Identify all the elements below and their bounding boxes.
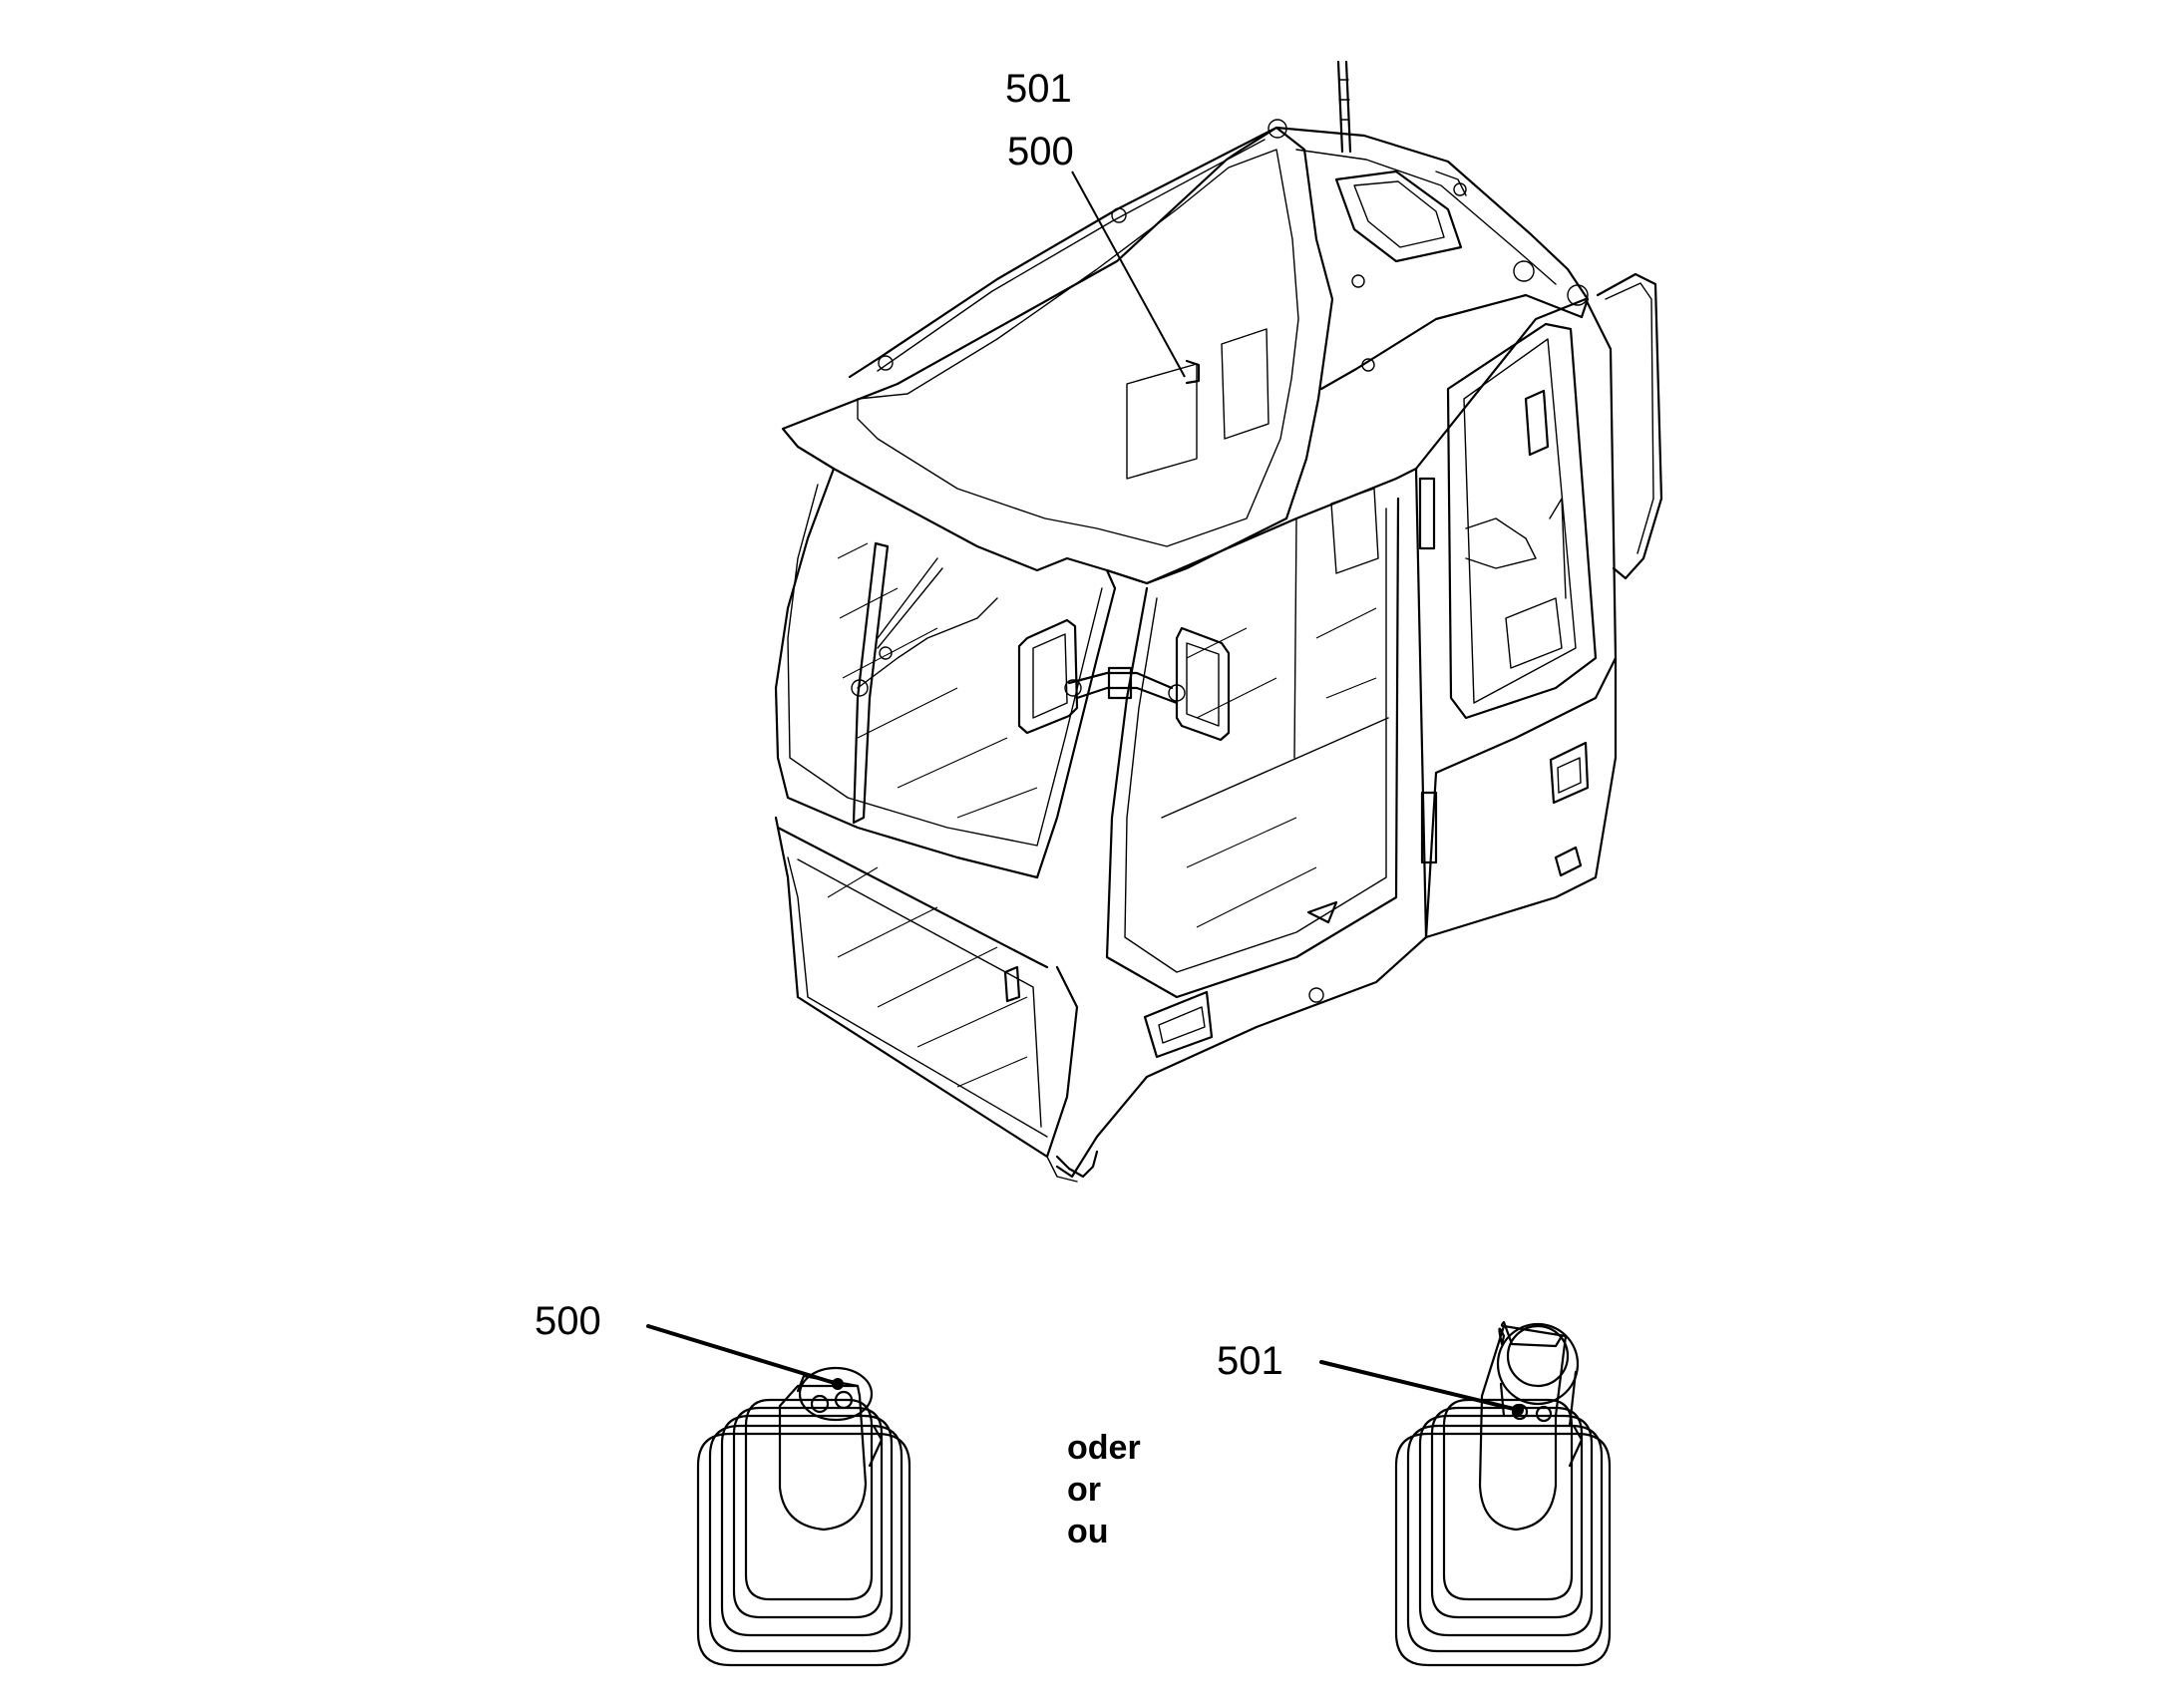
rear-side-window <box>1414 297 1618 939</box>
cab-door <box>1055 467 1428 1179</box>
antenna <box>1336 60 1352 154</box>
cab-roof <box>848 119 1590 391</box>
alternative-labels: oder or ou <box>1067 1429 1141 1550</box>
excavator-cab-illustration <box>774 60 1663 1183</box>
joystick-501-callout: 501 <box>1217 1339 1524 1416</box>
cab-base <box>1003 965 1099 1183</box>
leader-dot-501 <box>1512 1404 1524 1416</box>
wiper <box>851 541 998 825</box>
sun-visor <box>781 126 1334 585</box>
callout-500-joystick: 500 <box>535 1299 601 1343</box>
label-oder: oder <box>1067 1429 1141 1467</box>
joystick-501 <box>1394 1320 1612 1667</box>
door-hinges <box>1418 477 1438 864</box>
lower-front-window <box>774 816 1079 1159</box>
callout-501-cab: 501 <box>1005 67 1072 111</box>
cab-callouts: 501 500 <box>1005 67 1186 378</box>
callout-500-cab: 500 <box>1007 130 1074 173</box>
cab-side-panel <box>1424 656 1618 939</box>
leader-dot-500 <box>832 1378 844 1390</box>
leader-line-500 <box>646 1324 840 1386</box>
label-ou: ou <box>1067 1513 1109 1550</box>
leader-line-501 <box>1319 1360 1520 1412</box>
side-mirrors <box>1017 618 1231 742</box>
label-or: or <box>1067 1471 1101 1509</box>
callout-501-joystick: 501 <box>1217 1339 1283 1383</box>
grab-handle <box>1596 272 1663 580</box>
leader-line-cab <box>1071 171 1186 378</box>
joystick-500 <box>696 1366 911 1667</box>
joystick-500-callout: 500 <box>535 1299 844 1390</box>
